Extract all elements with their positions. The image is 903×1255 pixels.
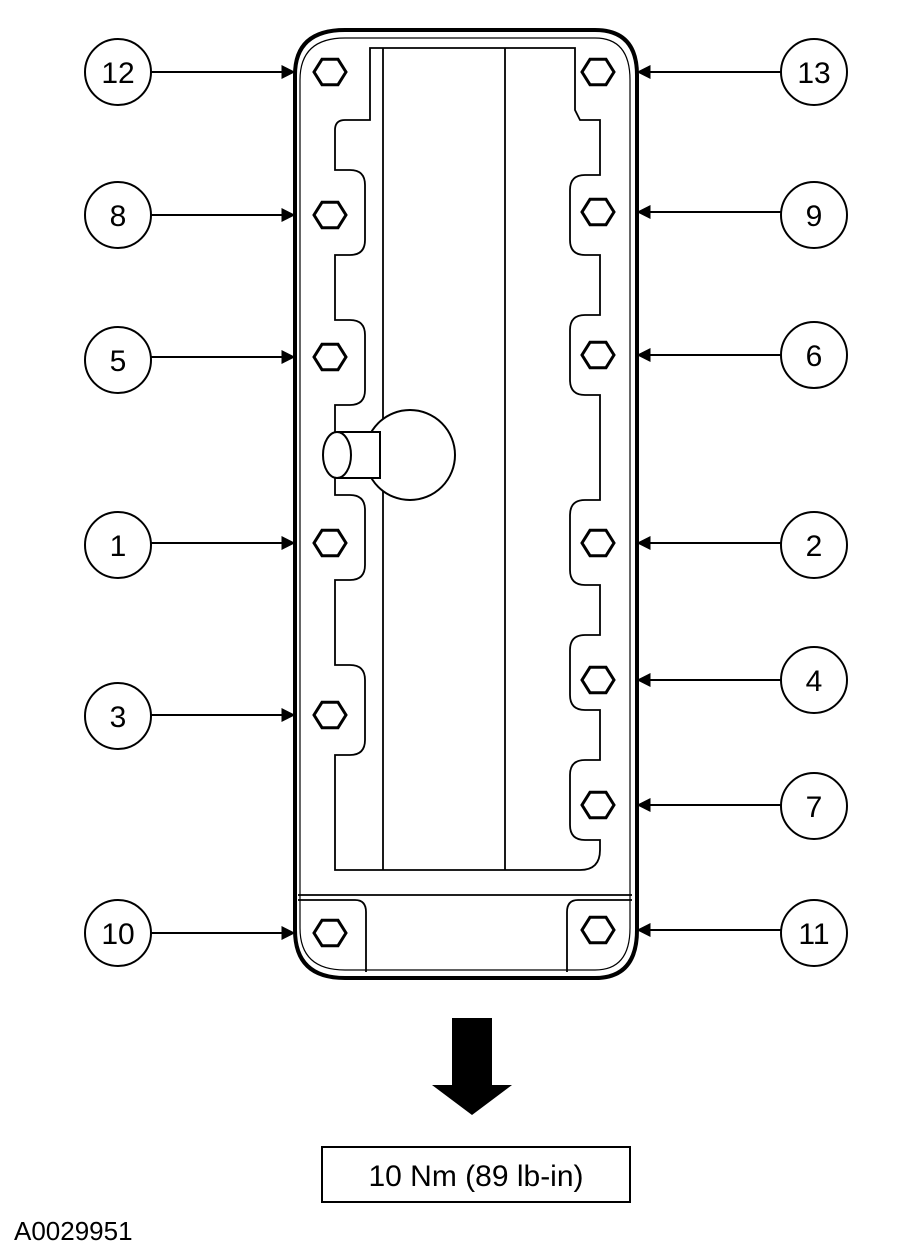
figure-id: A0029951 xyxy=(14,1216,133,1246)
callout-10: 10 xyxy=(84,899,152,967)
callout-1: 1 xyxy=(84,511,152,579)
bolt-10 xyxy=(312,918,348,948)
torque-spec-box: 10 Nm (89 lb-in) xyxy=(321,1146,631,1203)
bolt-8 xyxy=(312,200,348,230)
callout-13: 13 xyxy=(780,38,848,106)
pan-outline xyxy=(293,28,639,980)
torque-spec-text: 10 Nm (89 lb-in) xyxy=(368,1160,583,1193)
callout-3: 3 xyxy=(84,682,152,750)
callout-3-label: 3 xyxy=(110,701,127,734)
bolt-1 xyxy=(312,528,348,558)
bolt-group xyxy=(312,57,616,948)
pan-inner-well xyxy=(298,47,632,972)
bolt-13 xyxy=(580,57,616,87)
bolt-4 xyxy=(580,665,616,695)
callout-9: 9 xyxy=(780,181,848,249)
callout-8-label: 8 xyxy=(110,200,127,233)
bolt-2 xyxy=(580,528,616,558)
callout-2: 2 xyxy=(780,511,848,579)
callout-12: 12 xyxy=(84,38,152,106)
leader-arrow-group xyxy=(151,65,781,940)
bolt-11 xyxy=(580,915,616,945)
callout-10-label: 10 xyxy=(101,918,134,951)
callout-9-label: 9 xyxy=(806,200,823,233)
callout-12-label: 12 xyxy=(101,57,134,90)
callout-13-label: 13 xyxy=(797,57,830,90)
down-arrow-icon xyxy=(432,1018,512,1115)
callout-8: 8 xyxy=(84,181,152,249)
callout-7: 7 xyxy=(780,772,848,840)
callout-11-label: 11 xyxy=(798,918,829,951)
bolt-7 xyxy=(580,790,616,820)
bolt-9 xyxy=(580,197,616,227)
callout-2-label: 2 xyxy=(806,530,823,563)
callout-5: 5 xyxy=(84,326,152,394)
bolt-5 xyxy=(312,342,348,372)
callout-6-label: 6 xyxy=(806,340,823,373)
bolt-3 xyxy=(312,700,348,730)
callout-11: 11 xyxy=(780,899,848,967)
callout-4: 4 xyxy=(780,646,848,714)
callout-6: 6 xyxy=(780,321,848,389)
callout-5-label: 5 xyxy=(110,345,127,378)
bolt-12 xyxy=(312,57,348,87)
callout-1-label: 1 xyxy=(110,530,127,563)
callout-7-label: 7 xyxy=(806,791,823,824)
oil-pickup xyxy=(322,409,456,501)
callout-4-label: 4 xyxy=(806,665,823,698)
bolt-6 xyxy=(580,340,616,370)
